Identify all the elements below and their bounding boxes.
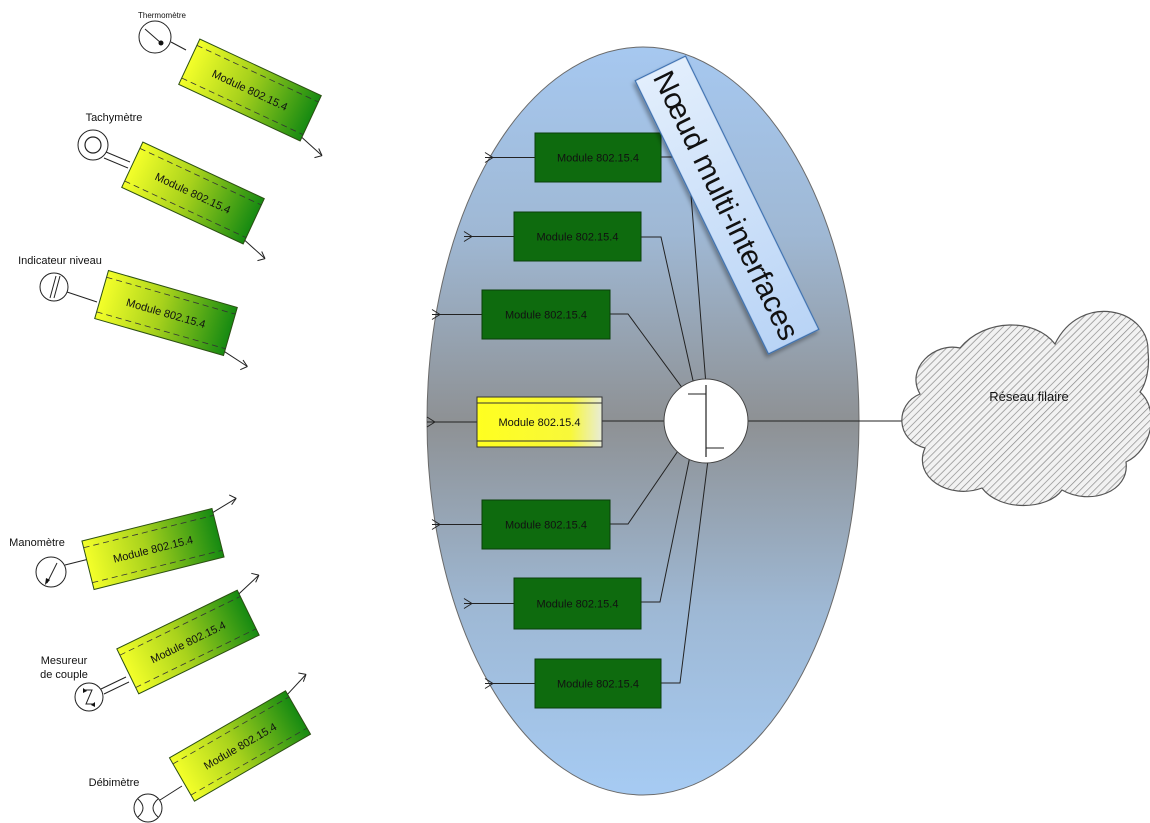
sensor-tachometer: Tachymètre xyxy=(77,112,143,169)
module-label: Module 802.15.4 xyxy=(505,520,587,532)
sensor-group: Thermomètre Tachymètre Indicateur niveau xyxy=(9,11,323,823)
sensor-label: Débimètre xyxy=(89,777,140,789)
antenna-icon xyxy=(431,309,482,320)
sensor-label: Thermomètre xyxy=(138,11,187,20)
module-label: Module 802.15.4 xyxy=(537,232,619,244)
module-label: Module 802.15.4 xyxy=(499,417,581,429)
module-links xyxy=(602,156,906,684)
sensor-thermometer: Thermomètre xyxy=(138,11,187,54)
sensor-level-indicator: Indicateur niveau xyxy=(18,255,102,303)
sensor-module: Module 802.15.4 xyxy=(116,572,260,695)
wired-network-label: Réseau filaire xyxy=(989,389,1069,404)
node-module: Module 802.15.4 xyxy=(484,658,662,709)
level-indicator-icon xyxy=(39,272,69,302)
tachometer-icon xyxy=(77,129,109,161)
torque-meter-icon xyxy=(74,682,104,712)
module-label: Module 802.15.4 xyxy=(505,310,587,322)
antenna-icon xyxy=(301,136,323,159)
antenna-icon xyxy=(287,672,307,695)
antenna-icon xyxy=(244,239,266,262)
node-module: Module 802.15.4 xyxy=(463,577,642,630)
antenna-icon xyxy=(426,416,477,428)
node-module: Module 802.15.4 xyxy=(426,396,603,448)
antenna-icon xyxy=(484,678,535,689)
node-module: Module 802.15.4 xyxy=(431,289,611,340)
antenna-icon xyxy=(238,572,260,595)
antenna-icon xyxy=(463,598,514,609)
sensor-module: Module 802.15.4 xyxy=(94,269,248,371)
thermometer-icon xyxy=(138,20,172,54)
sensor-torque-meter: Mesureur de couple xyxy=(40,655,130,712)
sensor-module: Module 802.15.4 xyxy=(168,672,312,802)
sensor-label: Manomètre xyxy=(9,537,65,549)
node-module: Module 802.15.4 xyxy=(431,499,611,550)
sensor-label: Mesureur xyxy=(41,655,88,667)
antenna-icon xyxy=(212,494,237,513)
antenna-icon xyxy=(431,519,482,530)
flow-meter-icon xyxy=(133,793,163,823)
wired-network-cloud: Réseau filaire xyxy=(901,310,1150,506)
antenna-icon xyxy=(224,351,248,371)
sensor-label: Indicateur niveau xyxy=(18,255,102,267)
sensor-flow-meter: Débimètre xyxy=(89,777,183,823)
router-node xyxy=(663,378,749,464)
module-label: Module 802.15.4 xyxy=(557,679,639,691)
sensor-module: Module 802.15.4 xyxy=(121,141,266,262)
node-module: Module 802.15.4 xyxy=(463,211,642,262)
module-label: Module 802.15.4 xyxy=(557,153,639,165)
sensor-label: Tachymètre xyxy=(86,112,143,124)
pressure-gauge-icon xyxy=(35,556,67,588)
antenna-icon xyxy=(463,231,514,242)
node-module: Module 802.15.4 xyxy=(484,132,662,183)
sensor-label-line2: de couple xyxy=(40,669,88,681)
sensor-module: Module 802.15.4 xyxy=(178,38,323,159)
antenna-icon xyxy=(484,152,535,163)
module-label: Module 802.15.4 xyxy=(537,599,619,611)
sensor-module: Module 802.15.4 xyxy=(81,494,237,591)
